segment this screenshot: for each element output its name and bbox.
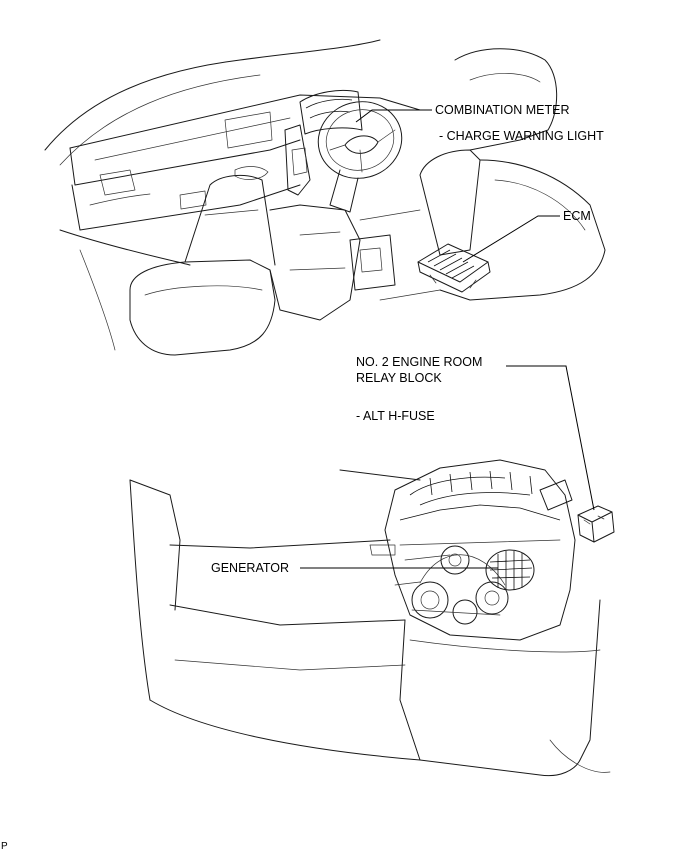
relay-block-unit: [577, 505, 615, 543]
ecm-label: ECM: [563, 209, 591, 223]
engine-assembly: [369, 459, 576, 641]
corner-mark: P: [1, 841, 8, 852]
generator-unit: [485, 549, 535, 591]
relay-block-label-line1: NO. 2 ENGINE ROOM: [356, 355, 483, 369]
combination-meter-leader: [355, 109, 432, 123]
generator-label: GENERATOR: [211, 561, 290, 575]
vehicle-interior-drawing: [44, 39, 606, 356]
combination-meter-label: COMBINATION METER: [435, 103, 570, 117]
ecm-leader: [462, 215, 560, 263]
alt-fuse-label: - ALT H-FUSE: [356, 409, 435, 423]
vehicle-front-drawing: [129, 459, 615, 777]
relay-block-label-line2: RELAY BLOCK: [356, 371, 442, 385]
ecm-unit: [417, 243, 491, 293]
relay-block-leader: [506, 365, 595, 511]
charge-warning-light-label: - CHARGE WARNING LIGHT: [439, 129, 604, 143]
